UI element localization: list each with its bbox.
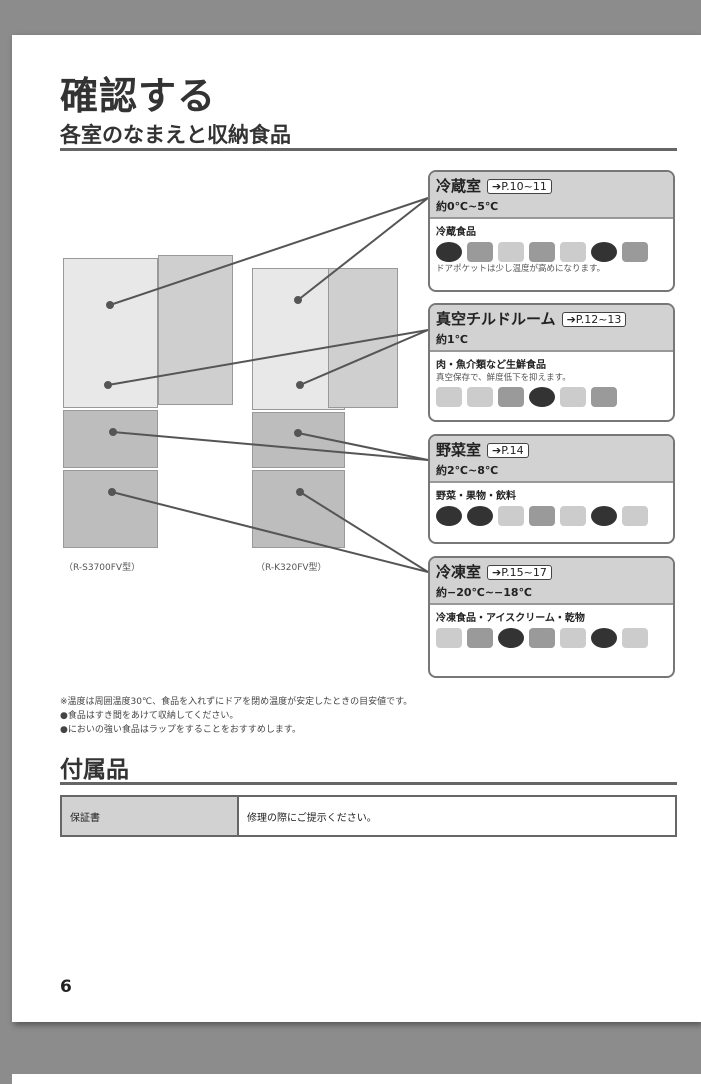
- callout-lines: [104, 197, 429, 573]
- page-number: 6: [60, 977, 72, 997]
- compartment-refrigerator: 冷蔵室 ➔P.10~11 約0℃~5℃ 冷蔵食品 ドアポケットは少し温度が高めにな…: [428, 170, 675, 292]
- note-line: ●においの強い食品はラップをすることをおすすめします。: [60, 725, 301, 735]
- page-reference: ➔P.15~17: [487, 565, 552, 580]
- model-label: （R-S3700FV型）: [64, 563, 141, 573]
- temperature: 約2℃~8℃: [436, 464, 499, 477]
- table-row: 保証書 修理の際にご提示ください。: [60, 795, 677, 837]
- compartment-freezer: 冷凍室 ➔P.15~17 約−20℃~−18℃ 冷凍食品・アイスクリーム・乾物: [428, 556, 675, 678]
- food-category: 肉・魚介類など生鮮食品: [436, 360, 546, 371]
- page-title: 確認する: [60, 74, 217, 118]
- food-category: 野菜・果物・飲料: [436, 491, 516, 502]
- temperature: 約−20℃~−18℃: [436, 586, 532, 599]
- food-images: [436, 628, 667, 648]
- note-line: ●食品はすき間をあけて収納してください。: [60, 711, 239, 721]
- divider: [60, 148, 677, 151]
- food-images: [436, 387, 667, 407]
- section-title: 各室のなまえと収納食品: [60, 123, 291, 147]
- compartment-name: 冷凍室: [436, 563, 482, 581]
- temperature: 約0℃~5℃: [436, 200, 499, 213]
- compartment-name: 野菜室: [436, 441, 482, 459]
- food-category: 冷蔵食品: [436, 227, 476, 238]
- notes: ※温度は周囲温度30℃、食品を入れずにドアを閉め温度が安定したときの目安値です。…: [60, 695, 412, 737]
- model-label: （R-K320FV型）: [256, 563, 327, 573]
- page-reference: ➔P.10~11: [487, 179, 552, 194]
- food-images: [436, 242, 667, 262]
- next-page-edge: [12, 1074, 701, 1084]
- manual-page: 確認する 各室のなまえと収納食品 （R-S3700FV型） （R-K320FV型…: [12, 35, 701, 1022]
- accessory-item: 保証書: [60, 795, 239, 837]
- food-note: 真空保存で、鮮度低下を抑えます。: [436, 373, 571, 383]
- compartment-chilled-room: 真空チルドルーム ➔P.12~13 約1℃ 肉・魚介類など生鮮食品 真空保存で、鮮…: [428, 303, 675, 422]
- food-images: [436, 506, 667, 526]
- note-line: ※温度は周囲温度30℃、食品を入れずにドアを閉め温度が安定したときの目安値です。: [60, 697, 413, 707]
- food-category: 冷凍食品・アイスクリーム・乾物: [436, 613, 585, 624]
- compartment-name: 真空チルドルーム: [436, 310, 556, 328]
- accessories-title: 付属品: [60, 757, 129, 783]
- compartment-name: 冷蔵室: [436, 177, 482, 195]
- page-reference: ➔P.14: [487, 443, 529, 458]
- temperature: 約1℃: [436, 333, 468, 346]
- divider: [60, 782, 677, 785]
- page-reference: ➔P.12~13: [561, 312, 627, 327]
- compartment-vegetable: 野菜室 ➔P.14 約2℃~8℃ 野菜・果物・飲料: [428, 434, 675, 544]
- accessory-description: 修理の際にご提示ください。: [237, 795, 677, 837]
- accessories-table: 保証書 修理の際にご提示ください。: [60, 795, 677, 837]
- food-note: ドアポケットは少し温度が高めになります。: [436, 264, 606, 274]
